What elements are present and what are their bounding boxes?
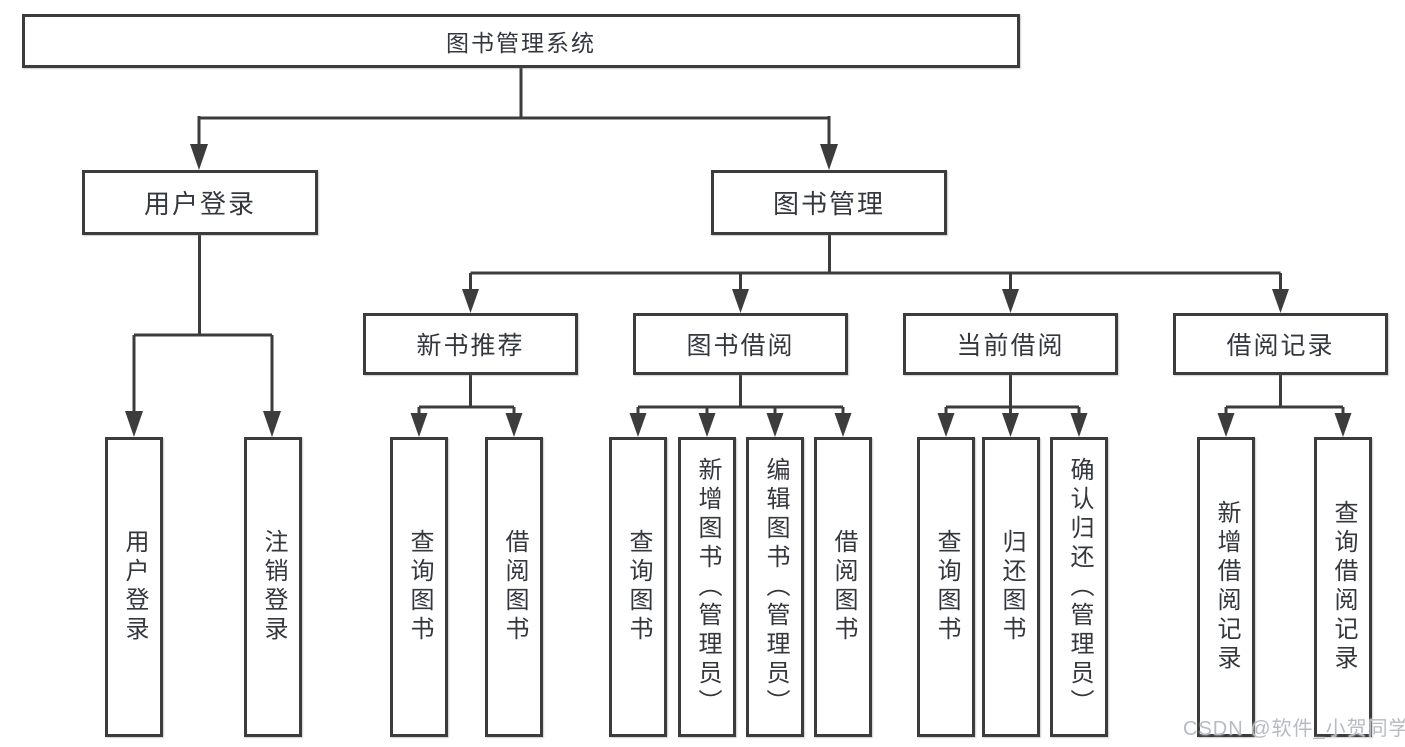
leaf-query-books-borrow: 查询图书 <box>609 437 667 737</box>
node-borrow-records: 借阅记录 <box>1173 313 1388 375</box>
leaf-query-borrow-record: 查询借阅记录 <box>1314 437 1372 737</box>
node-current-borrow: 当前借阅 <box>903 313 1118 375</box>
leaf-add-borrow-record: 新增借阅记录 <box>1197 437 1255 737</box>
node-user-login: 用户登录 <box>82 170 318 235</box>
leaf-confirm-return-admin: 确认归还（管理员） <box>1050 437 1108 737</box>
leaf-add-book-admin: 新增图书（管理员） <box>678 437 736 737</box>
leaf-return-book: 归还图书 <box>982 437 1040 737</box>
node-book-management: 图书管理 <box>711 170 947 235</box>
leaf-query-books-recommend: 查询图书 <box>390 437 448 737</box>
leaf-borrow-books-recommend: 借阅图书 <box>485 437 543 737</box>
leaf-user-login: 用户登录 <box>105 437 163 737</box>
leaf-edit-book-admin: 编辑图书（管理员） <box>746 437 804 737</box>
node-new-book-recommend: 新书推荐 <box>363 313 578 375</box>
leaf-borrow-books: 借阅图书 <box>814 437 872 737</box>
watermark: CSDN @软件_小贺同学 <box>1183 718 1405 740</box>
leaf-query-books-current: 查询图书 <box>917 437 975 737</box>
arrowheads <box>125 144 1352 437</box>
leaf-logout: 注销登录 <box>244 437 302 737</box>
node-book-borrow: 图书借阅 <box>633 313 848 375</box>
node-library-system: 图书管理系统 <box>22 14 1020 68</box>
